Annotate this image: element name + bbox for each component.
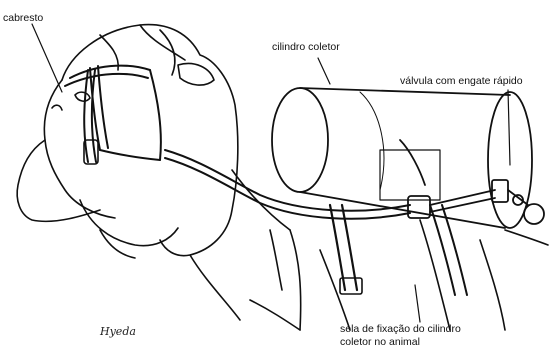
collection-hose [165,150,410,219]
label-sela: sela de fixação do cilindro coletor no a… [340,323,461,349]
label-sela-line2: coletor no animal [340,336,461,349]
halter [65,66,161,164]
leader-lines [32,24,510,322]
goat-head [17,25,238,258]
quick-coupling-valve [408,180,544,224]
artist-signature: Hyeda [100,325,136,338]
label-cilindro-coletor: cilindro coletor [272,41,340,54]
label-cabresto: cabresto [3,12,43,25]
label-valvula: válvula com engate rápido [400,75,523,88]
label-sela-line1: sela de fixação do cilindro [340,323,461,336]
